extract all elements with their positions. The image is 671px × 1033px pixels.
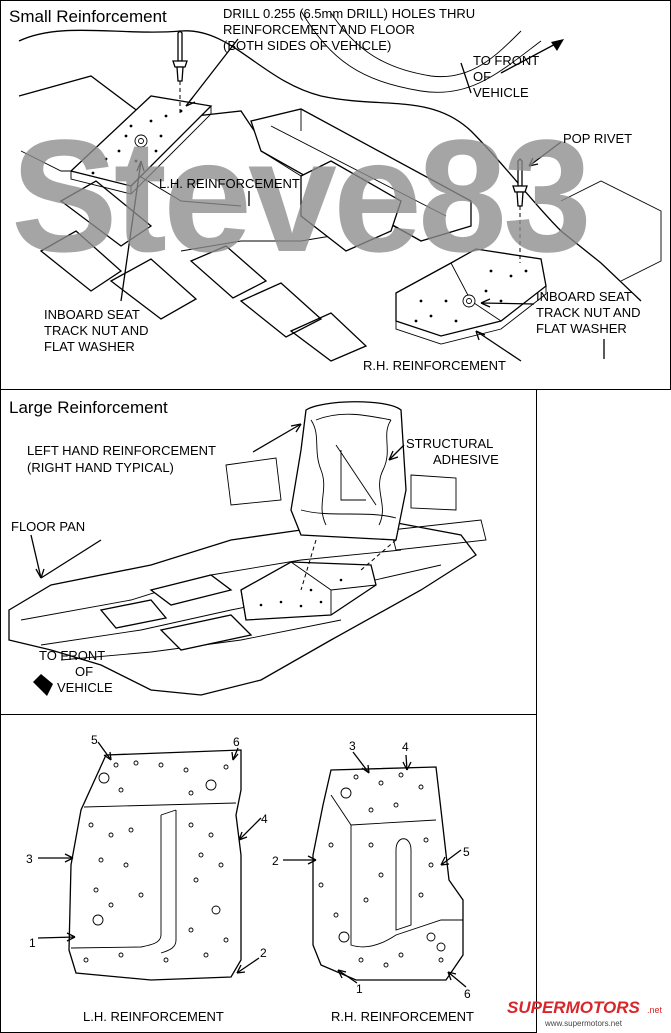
lh-number-4: 4 bbox=[261, 812, 268, 826]
inboard-left-line1: INBOARD SEAT bbox=[44, 307, 140, 322]
drill-instruction-line1: DRILL 0.255 (6.5mm DRILL) HOLES THRU bbox=[223, 6, 475, 21]
inboard-left-line2: TRACK NUT AND bbox=[44, 323, 149, 338]
lh-number-6: 6 bbox=[233, 735, 240, 749]
floor-pan-outline bbox=[18, 29, 642, 302]
rh-number-3: 3 bbox=[349, 739, 356, 753]
drill-instruction-line2: REINFORCEMENT AND FLOOR bbox=[223, 22, 415, 37]
lh-reinforcement-label: L.H. REINFORCEMENT bbox=[159, 176, 300, 191]
adhesive-label-line2: ADHESIVE bbox=[433, 452, 499, 467]
logo-brand-text: SUPERMOTORS bbox=[507, 998, 641, 1017]
to-front-label-line1: TO FRONT bbox=[473, 53, 539, 68]
drill-instruction-line3: (BOTH SIDES OF VEHICLE) bbox=[223, 38, 391, 53]
logo-url-suffix: .net bbox=[647, 1005, 663, 1015]
tunnel-box bbox=[240, 561, 377, 621]
rh-number-6: 6 bbox=[464, 987, 471, 1001]
rh-number-1: 1 bbox=[356, 982, 363, 996]
rh-number-2: 2 bbox=[272, 854, 279, 868]
inboard-right-line2: TRACK NUT AND bbox=[536, 305, 641, 320]
floor-pan-body bbox=[8, 519, 477, 696]
lh-plate-caption: L.H. REINFORCEMENT bbox=[83, 1009, 224, 1024]
reinforcement-plates-panel: 5 6 3 4 1 2 3 4 2 5 1 6 L.H. REINFORCEME… bbox=[0, 714, 537, 1033]
to-front-label-line2: OF bbox=[473, 69, 491, 84]
reinforcement-plates-drawing: 5 6 3 4 1 2 3 4 2 5 1 6 L.H. REINFORCEME… bbox=[26, 733, 474, 1024]
large-front-line3: VEHICLE bbox=[57, 680, 113, 695]
lh-number-1: 1 bbox=[29, 936, 36, 950]
large-front-line1: TO FRONT bbox=[39, 648, 105, 663]
inboard-right-line1: INBOARD SEAT bbox=[536, 289, 632, 304]
small-reinforcement-drawing: Steve83 DRILL 0.255 (6.5mm DRILL) HOLES … bbox=[11, 6, 662, 373]
small-reinforcement-panel: Small Reinforcement bbox=[0, 0, 671, 390]
lh-plate bbox=[68, 749, 242, 981]
direction-arrow-icon bbox=[33, 674, 53, 696]
lh-number-3: 3 bbox=[26, 852, 33, 866]
rh-plate-caption: R.H. REINFORCEMENT bbox=[331, 1009, 474, 1024]
inboard-right-line3: FLAT WASHER bbox=[536, 321, 627, 336]
pop-rivet-right-icon bbox=[512, 158, 528, 207]
rh-number-4: 4 bbox=[402, 740, 409, 754]
lhr-label-line1: LEFT HAND REINFORCEMENT bbox=[27, 443, 216, 458]
lh-number-5: 5 bbox=[91, 733, 98, 747]
lh-number-2: 2 bbox=[260, 946, 267, 960]
pop-rivet-left-icon bbox=[172, 30, 188, 82]
watermark-text: Steve83 bbox=[11, 106, 588, 285]
large-reinforcement-drawing: LEFT HAND REINFORCEMENT (RIGHT HAND TYPI… bbox=[8, 401, 499, 696]
large-panel-title: Large Reinforcement bbox=[9, 398, 168, 417]
pop-rivet-label: POP RIVET bbox=[563, 131, 632, 146]
supermotors-logo: SUPERMOTORS .net www.supermotors.net bbox=[507, 998, 663, 1028]
large-front-line2: OF bbox=[75, 664, 93, 679]
large-reinforcement-panel: Large Reinforcement bbox=[0, 389, 537, 715]
inboard-left-line3: FLAT WASHER bbox=[44, 339, 135, 354]
small-panel-title: Small Reinforcement bbox=[9, 7, 167, 26]
rh-number-5: 5 bbox=[463, 845, 470, 859]
to-front-label-line3: VEHICLE bbox=[473, 85, 529, 100]
large-reinforcement-plate bbox=[290, 401, 407, 541]
floor-pan-label: FLOOR PAN bbox=[11, 519, 85, 534]
adhesive-label-line1: STRUCTURAL bbox=[406, 436, 493, 451]
logo-site-text: www.supermotors.net bbox=[544, 1019, 623, 1028]
rh-reinforcement-label: R.H. REINFORCEMENT bbox=[363, 358, 506, 373]
lhr-label-line2: (RIGHT HAND TYPICAL) bbox=[27, 460, 174, 475]
